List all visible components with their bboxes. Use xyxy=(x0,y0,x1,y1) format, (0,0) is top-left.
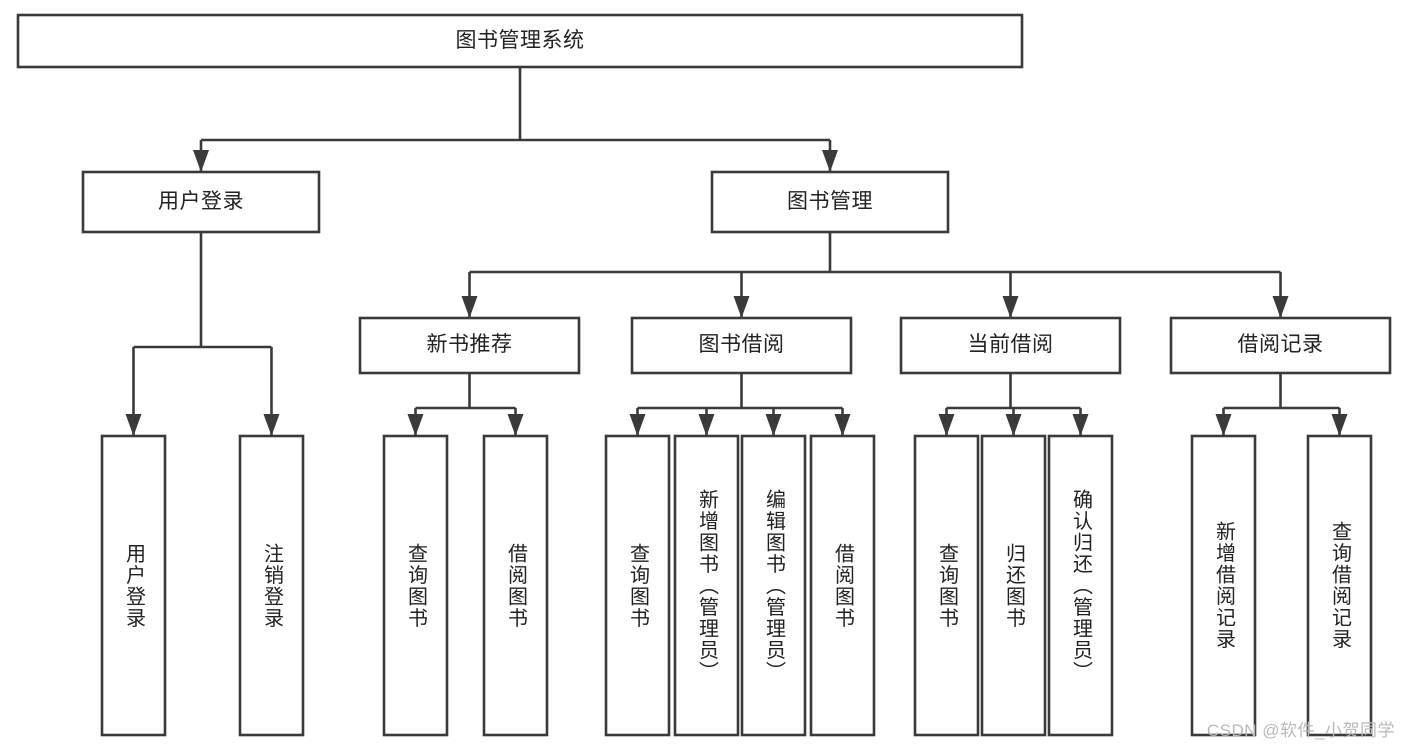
boxes-layer xyxy=(16,13,1392,737)
arrow-head-icon xyxy=(407,414,424,436)
node-box-leaf-query-book-borrow[interactable] xyxy=(604,434,671,737)
arrow-head-icon xyxy=(1072,414,1089,436)
arrow-head-icon xyxy=(698,414,715,436)
connectors-layer xyxy=(125,67,1348,436)
arrow-head-icon xyxy=(1215,414,1232,436)
arrow-head-icon xyxy=(733,296,750,318)
arrow-head-icon xyxy=(193,150,209,172)
node-box-leaf-edit-book[interactable] xyxy=(740,434,807,737)
arrow-head-icon xyxy=(1002,296,1019,318)
node-box-borrow-record[interactable] xyxy=(1169,316,1392,375)
node-box-leaf-add-book[interactable] xyxy=(673,434,740,737)
arrow-head-icon xyxy=(125,414,142,436)
node-box-leaf-borrow-book-recommend[interactable] xyxy=(482,434,549,737)
arrow-head-icon xyxy=(1272,296,1289,318)
arrow-head-icon xyxy=(629,414,646,436)
node-box-leaf-logout[interactable] xyxy=(238,434,305,737)
arrow-head-icon xyxy=(507,414,524,436)
arrow-head-icon xyxy=(765,414,782,436)
node-box-leaf-user-login[interactable] xyxy=(100,434,167,737)
node-box-leaf-borrow-book[interactable] xyxy=(809,434,876,737)
node-box-book-management[interactable] xyxy=(710,170,950,234)
node-box-leaf-query-book-current[interactable] xyxy=(913,434,980,737)
arrow-head-icon xyxy=(834,414,851,436)
node-box-leaf-confirm-return[interactable] xyxy=(1047,434,1114,737)
node-box-book-borrow[interactable] xyxy=(630,316,853,375)
node-box-new-book-recommend[interactable] xyxy=(358,316,581,375)
node-box-leaf-query-book-recommend[interactable] xyxy=(382,434,449,737)
node-box-leaf-add-borrow-record[interactable] xyxy=(1190,434,1257,737)
node-box-current-borrow[interactable] xyxy=(899,316,1122,375)
node-box-leaf-return-book[interactable] xyxy=(980,434,1047,737)
arrow-head-icon xyxy=(938,414,955,436)
arrow-head-icon xyxy=(263,414,280,436)
arrow-head-icon xyxy=(461,296,478,318)
node-box-user-login[interactable] xyxy=(81,170,321,234)
node-box-leaf-query-borrow-record[interactable] xyxy=(1306,434,1373,737)
csdn-watermark: CSDN @软件_小贺同学 xyxy=(1206,721,1395,740)
arrow-head-icon xyxy=(822,150,838,172)
arrow-head-icon xyxy=(1005,414,1022,436)
node-box-root[interactable] xyxy=(16,13,1024,69)
arrow-head-icon xyxy=(1331,414,1348,436)
